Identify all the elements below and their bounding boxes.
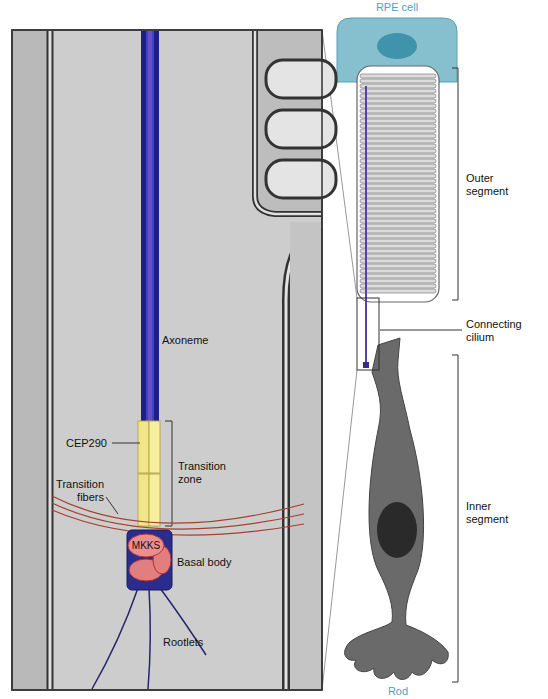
membrane-disc	[360, 144, 436, 148]
part-label: Transition fibers	[40, 478, 104, 504]
inset-border	[12, 30, 322, 690]
membrane-disc	[360, 134, 436, 138]
membrane-disc	[360, 149, 436, 153]
membrane-region	[13, 31, 49, 689]
part-label: Rootlets	[163, 636, 223, 649]
part-label: CEP290	[66, 437, 114, 450]
cell-membrane-inner	[49, 31, 52, 689]
membrane-disc	[360, 94, 436, 98]
axoneme-core	[148, 31, 152, 423]
leader-line	[380, 330, 462, 331]
membrane-disc	[360, 179, 436, 183]
membrane-disc	[360, 174, 436, 178]
membrane-disc	[360, 224, 436, 228]
membrane-disc	[360, 279, 436, 283]
membrane-disc	[360, 254, 436, 258]
cep290-block	[149, 474, 160, 526]
rpe-body	[337, 18, 457, 82]
inner-segment-region	[290, 222, 321, 689]
membrane-disc	[360, 229, 436, 233]
membrane-disc	[360, 139, 436, 143]
membrane-disc	[360, 119, 436, 123]
rootlet	[92, 588, 138, 689]
membrane-disc	[360, 214, 436, 218]
rootlet	[148, 588, 150, 689]
membrane-disc	[360, 259, 436, 263]
cep290-block	[149, 421, 160, 473]
membrane-disc	[360, 209, 436, 213]
membrane-disc	[360, 199, 436, 203]
membrane-disc	[266, 160, 336, 198]
nucleus	[377, 502, 417, 558]
membrane-disc	[360, 84, 436, 88]
membrane-disc	[360, 109, 436, 113]
part-label: Rod	[378, 685, 418, 698]
cep290-block	[138, 474, 149, 526]
membrane-disc	[360, 219, 436, 223]
axoneme-microtubule	[141, 31, 146, 423]
membrane-disc	[360, 264, 436, 268]
membrane-disc	[360, 274, 436, 278]
membrane-disc	[360, 184, 436, 188]
cell-membrane	[47, 31, 54, 689]
part-label: Connecting cilium	[466, 318, 532, 344]
membrane-disc	[360, 89, 436, 93]
rpe-nucleus	[377, 33, 417, 59]
cilium-axoneme	[365, 86, 367, 364]
membrane-disc	[360, 104, 436, 108]
inner-segment	[345, 338, 449, 680]
membrane-disc	[360, 79, 436, 83]
mkks-oval	[128, 534, 164, 557]
basal-body-box	[127, 530, 172, 590]
membrane-disc	[360, 289, 436, 293]
membrane-disc	[360, 99, 436, 103]
membrane-disc	[360, 249, 436, 253]
axoneme	[141, 31, 159, 423]
membrane-disc	[360, 159, 436, 163]
membrane-disc	[360, 129, 436, 133]
membrane-disc	[360, 239, 436, 243]
mkks-protein: MKKS	[128, 534, 164, 557]
leader-line	[112, 443, 140, 444]
membrane-disc	[360, 169, 436, 173]
cep290-block	[138, 421, 149, 473]
bracket	[452, 68, 458, 300]
membrane-disc	[360, 244, 436, 248]
membrane-disc	[360, 204, 436, 208]
membrane-disc	[360, 124, 436, 128]
inset-marker	[357, 298, 379, 370]
node-label: RPE cell	[327, 1, 467, 14]
disc-stack	[360, 74, 436, 293]
node-label: Basal body	[177, 556, 257, 569]
basal-body-mark	[363, 362, 369, 368]
axoneme-microtubule	[154, 31, 159, 423]
membrane-disc	[266, 60, 336, 98]
membrane-disc	[266, 110, 336, 148]
membrane-disc	[360, 114, 436, 118]
leader-line	[106, 497, 118, 514]
membrane-disc	[360, 194, 436, 198]
part-label: Transition zone	[178, 460, 238, 486]
membrane-disc	[360, 74, 436, 78]
membrane-disc	[360, 269, 436, 273]
bracket	[452, 355, 458, 682]
part-label: Inner segment	[466, 500, 526, 526]
node-label: MKKS	[128, 539, 164, 552]
membrane-disc	[360, 164, 436, 168]
outer-segment	[357, 66, 439, 302]
membrane-disc	[360, 154, 436, 158]
membrane-disc	[360, 234, 436, 238]
transition-fiber	[52, 510, 304, 535]
membrane-disc	[360, 189, 436, 193]
transition-fiber	[52, 503, 304, 529]
bracket	[165, 421, 172, 526]
membrane-disc	[360, 284, 436, 288]
basal-body: Basal bodyMKKS	[127, 530, 172, 590]
part-label: Outer segment	[466, 172, 526, 198]
part-label: Axoneme	[162, 334, 232, 347]
